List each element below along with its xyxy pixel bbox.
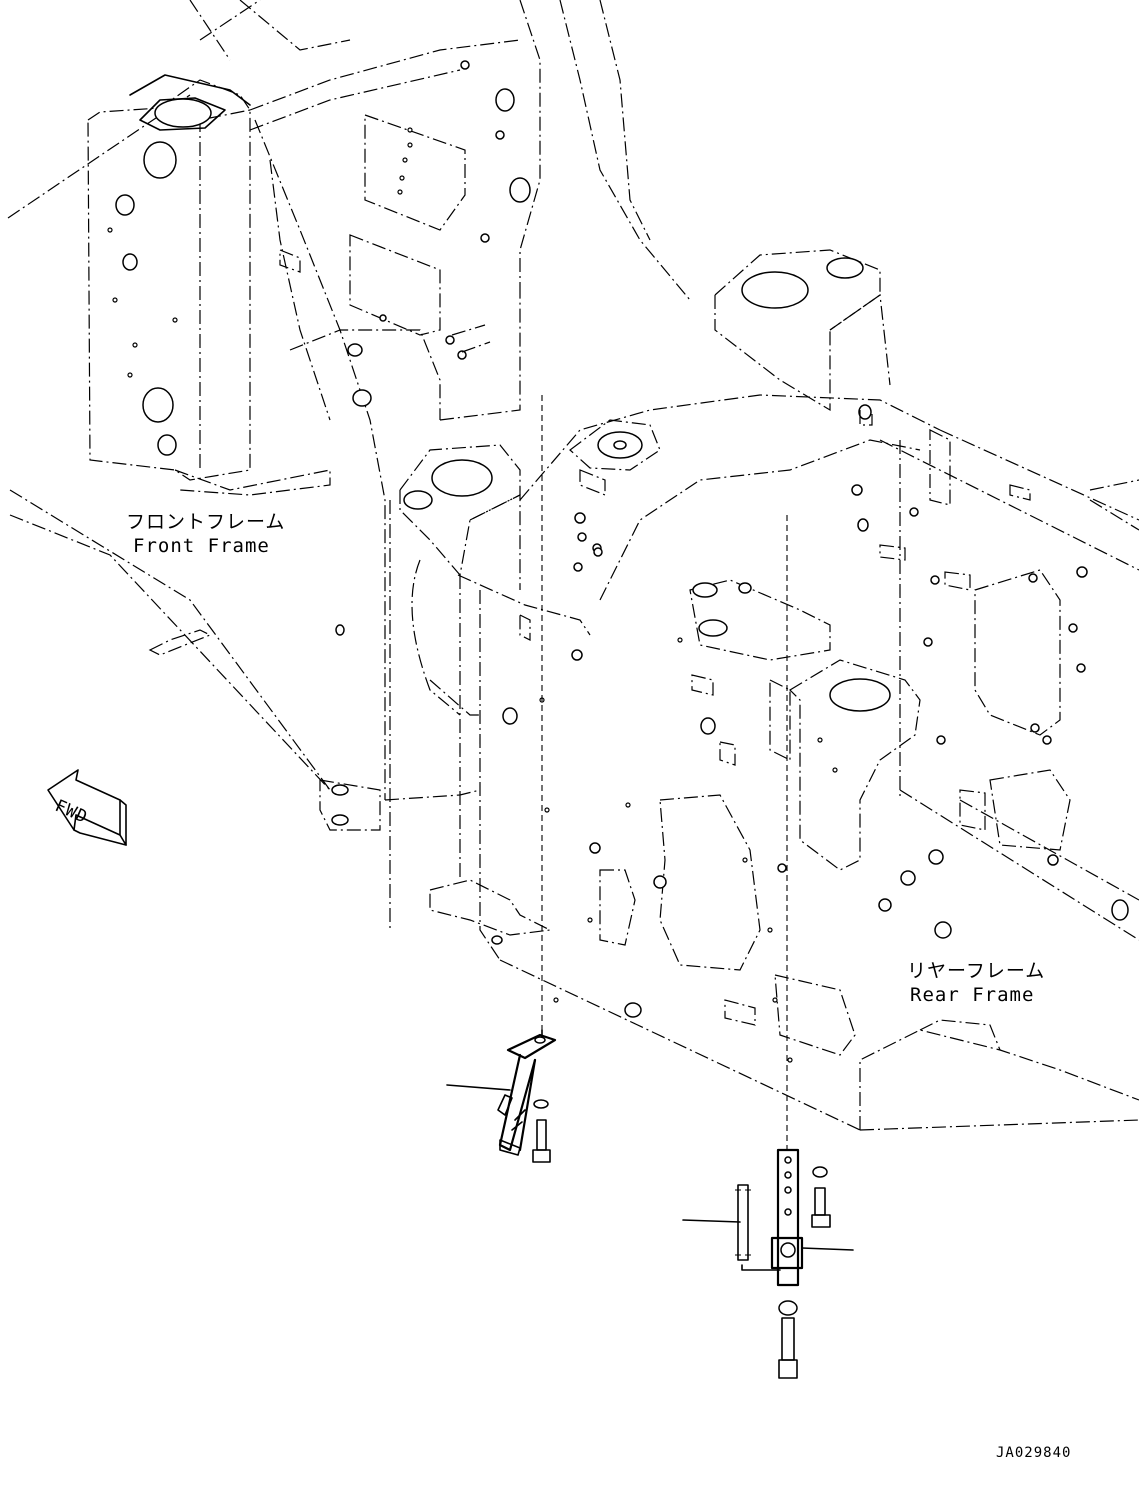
right-bracket-assembly [682,1148,854,1379]
phantom-lines [7,0,1139,1131]
front-frame [87,39,521,496]
rear-frame-body [411,429,1139,1131]
rear-frame-label-jp: リヤーフレーム [907,960,1046,982]
fwd-arrow-icon [47,769,127,846]
front-frame-body [148,0,691,831]
assembly-guide-lines [541,395,788,1150]
front-frame-label-en: Front Frame [133,535,270,557]
front-frame-label-jp: フロントフレーム [126,511,286,533]
rear-frame-label-en: Rear Frame [910,984,1035,1006]
rear-frame-top [399,249,941,661]
drawing-code: JA029840 [996,1445,1072,1461]
left-bracket-assembly [446,1033,557,1163]
